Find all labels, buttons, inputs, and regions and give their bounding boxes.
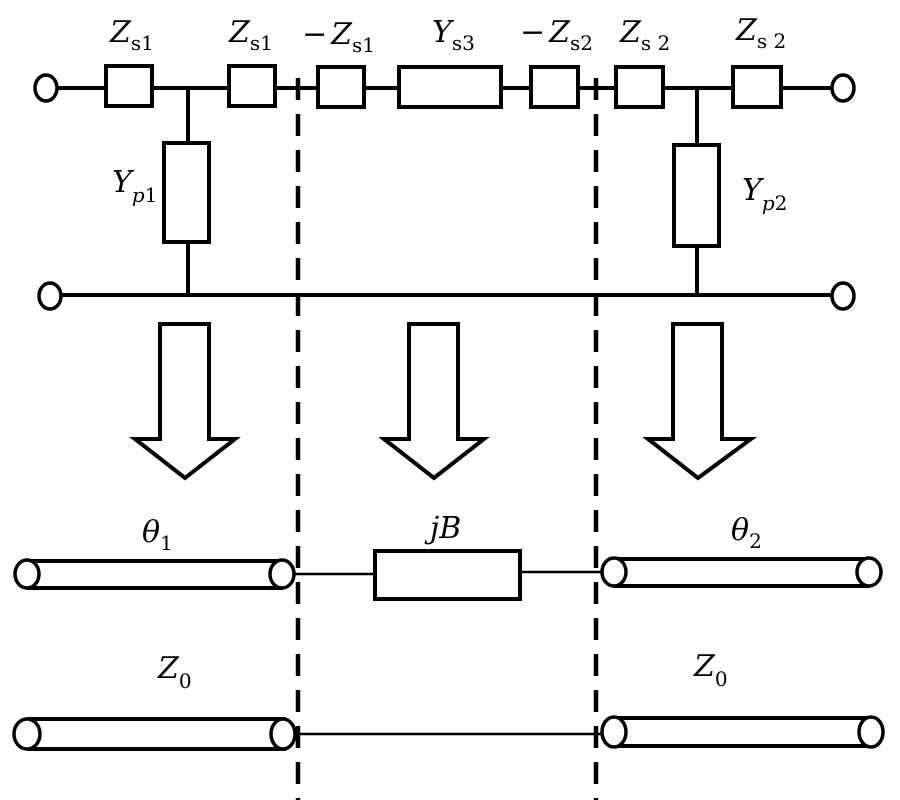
element-zs1-a: [104, 64, 154, 108]
tl2-left-end: [600, 556, 628, 588]
z0-right-left-end: [600, 715, 628, 749]
terminal-bottom-right: [830, 281, 856, 311]
element-neg-zs1: [316, 65, 366, 109]
transmission-line-z0-left: [12, 717, 297, 751]
label-zs2-a: Zs 2: [619, 15, 670, 55]
transmission-line-z0-right: [600, 715, 885, 749]
top-network: Zs1 Zs1 −Zs1 Ys3 −Zs2 Zs 2 Zs 2 Yp1 Yp2: [33, 13, 856, 311]
label-jb: jB: [424, 511, 461, 546]
element-jb: [373, 549, 522, 601]
down-arrow-right: [642, 322, 758, 481]
label-neg-zs2: −Zs2: [520, 15, 593, 55]
terminal-bottom-left: [37, 281, 63, 311]
terminal-top-right: [830, 73, 856, 103]
transmission-line-theta1: [13, 558, 296, 590]
element-ys3: [397, 65, 503, 109]
z0-left-right-end: [269, 717, 297, 751]
element-zs1-b: [227, 64, 277, 108]
transmission-line-theta2: [600, 556, 883, 588]
label-ys3: Ys3: [432, 15, 475, 55]
impedance-network: Z0 Z0: [12, 649, 885, 751]
label-yp2: Yp2: [742, 173, 787, 215]
element-yp2: [672, 143, 721, 248]
label-z0-left: Z0: [157, 651, 192, 693]
label-zs2-b: Zs 2: [735, 13, 786, 53]
element-zs2-b: [731, 65, 783, 109]
label-theta2: θ2: [731, 513, 762, 553]
label-z0-right: Z0: [693, 649, 728, 691]
label-yp1: Yp1: [112, 165, 157, 207]
label-theta1: θ1: [142, 515, 173, 555]
transformation-arrows: [129, 322, 758, 481]
down-arrow-left: [129, 322, 241, 481]
tl2-right-end: [855, 556, 883, 588]
terminal-top-left: [33, 73, 59, 103]
element-neg-zs2: [529, 65, 580, 109]
z0-left-left-end: [12, 717, 42, 751]
label-neg-zs1: −Zs1: [302, 17, 375, 57]
tl1-left-end: [13, 558, 41, 590]
z0-right-right-end: [857, 715, 885, 749]
label-zs1-a: Zs1: [109, 15, 154, 55]
down-arrow-center: [378, 322, 490, 481]
element-zs2-a: [614, 65, 665, 109]
transformed-network: θ1 jB θ2: [13, 511, 883, 601]
label-zs1-b: Zs1: [228, 15, 273, 55]
element-yp1: [162, 141, 211, 244]
tl1-right-end: [268, 558, 296, 590]
